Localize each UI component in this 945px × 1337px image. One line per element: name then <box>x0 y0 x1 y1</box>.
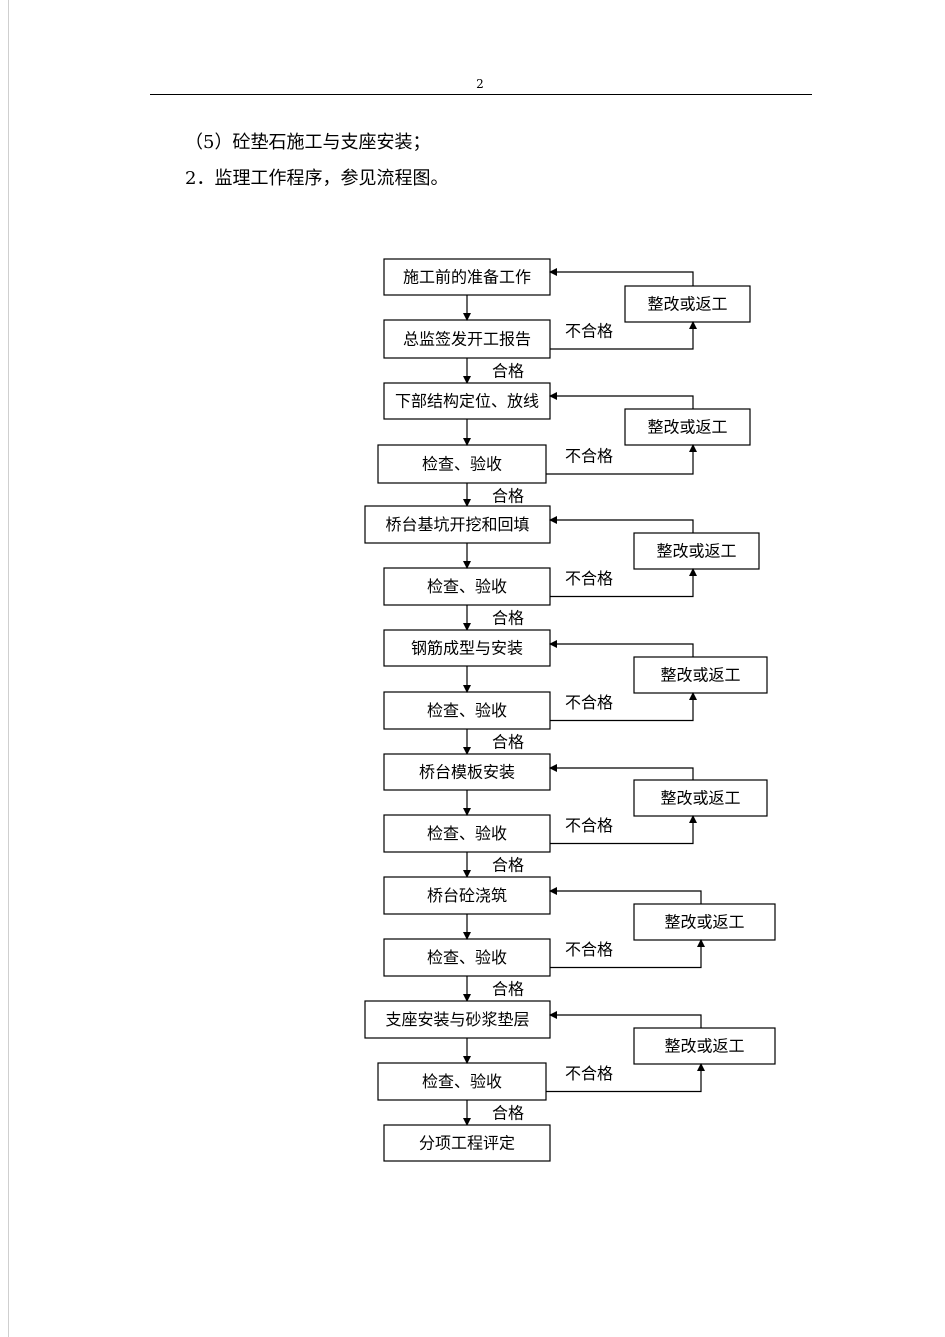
rework-feedback-connector <box>549 516 694 533</box>
rework-label: 整改或返工 <box>660 666 740 685</box>
work-step-box <box>383 258 551 296</box>
final-step-label: 分项工程评定 <box>419 1134 515 1153</box>
rework-box <box>633 1027 776 1065</box>
rework-feedback-connector <box>549 1011 702 1028</box>
pass-label: 合格 <box>492 856 524 875</box>
check-step-box <box>383 691 551 730</box>
rework-box <box>633 779 768 817</box>
check-step-box <box>377 1062 547 1101</box>
fail-connector <box>550 568 697 598</box>
fail-connector <box>546 444 697 475</box>
work-step-label: 桥台基坑开挖和回填 <box>385 515 529 534</box>
fail-connector <box>550 321 697 350</box>
rework-box <box>633 903 776 941</box>
fail-label: 不合格 <box>565 569 613 588</box>
rework-feedback-connector <box>549 887 702 904</box>
work-step-label: 桥台模板安装 <box>419 763 515 782</box>
pass-label: 合格 <box>492 1104 524 1123</box>
rework-box <box>624 408 751 446</box>
page-edge <box>8 0 9 1337</box>
rework-label: 整改或返工 <box>647 418 727 437</box>
rework-label: 整改或返工 <box>664 913 744 932</box>
work-step-box <box>364 505 551 544</box>
fail-label: 不合格 <box>565 1064 613 1083</box>
fail-connector <box>550 692 697 722</box>
check-step-label: 检查、验收 <box>427 577 507 596</box>
check-step-label: 检查、验收 <box>427 824 507 843</box>
check-step-label: 检查、验收 <box>427 701 507 720</box>
work-step-label: 钢筋成型与安装 <box>411 639 523 658</box>
final-step-box <box>383 1124 551 1162</box>
work-step-label: 桥台砼浇筑 <box>427 886 507 905</box>
fail-label: 不合格 <box>565 322 613 341</box>
page-number: 2 <box>476 77 484 91</box>
header-rule <box>150 94 812 95</box>
fail-connector <box>550 939 705 969</box>
fail-label: 不合格 <box>565 693 613 712</box>
rework-box <box>633 656 768 694</box>
check-step-label: 检查、验收 <box>422 455 502 474</box>
rework-label: 整改或返工 <box>664 1037 744 1056</box>
check-step-label: 检查、验收 <box>422 1072 502 1091</box>
work-step-box <box>364 1000 551 1039</box>
work-step-label: 施工前的准备工作 <box>403 268 531 287</box>
rework-label: 整改或返工 <box>656 542 736 561</box>
rework-feedback-connector <box>549 640 694 657</box>
body-line-1: （5）砼垫石施工与支座安装； <box>185 132 431 153</box>
pass-label: 合格 <box>492 362 524 381</box>
check-step-label: 总监签发开工报告 <box>403 330 531 349</box>
fail-label: 不合格 <box>565 940 613 959</box>
body-line-2: 2．监理工作程序，参见流程图。 <box>185 168 449 189</box>
check-step-box <box>377 444 547 484</box>
check-step-box <box>383 938 551 977</box>
fail-label: 不合格 <box>565 447 613 466</box>
rework-feedback-connector <box>549 268 694 286</box>
pass-label: 合格 <box>492 487 524 506</box>
rework-label: 整改或返工 <box>660 789 740 808</box>
rework-feedback-connector <box>549 764 694 780</box>
fail-connector <box>550 815 697 845</box>
pass-label: 合格 <box>492 980 524 999</box>
rework-feedback-connector <box>549 392 694 409</box>
check-step-label: 检查、验收 <box>427 948 507 967</box>
work-step-box <box>383 876 551 915</box>
rework-box <box>633 532 760 570</box>
fail-connector <box>546 1063 705 1093</box>
work-step-label: 支座安装与砂浆垫层 <box>385 1010 529 1029</box>
pass-label: 合格 <box>492 609 524 628</box>
work-step-box <box>383 629 551 667</box>
fail-label: 不合格 <box>565 816 613 835</box>
rework-box <box>624 285 751 323</box>
rework-label: 整改或返工 <box>647 295 727 314</box>
work-step-label: 下部结构定位、放线 <box>395 392 539 411</box>
pass-label: 合格 <box>492 733 524 752</box>
